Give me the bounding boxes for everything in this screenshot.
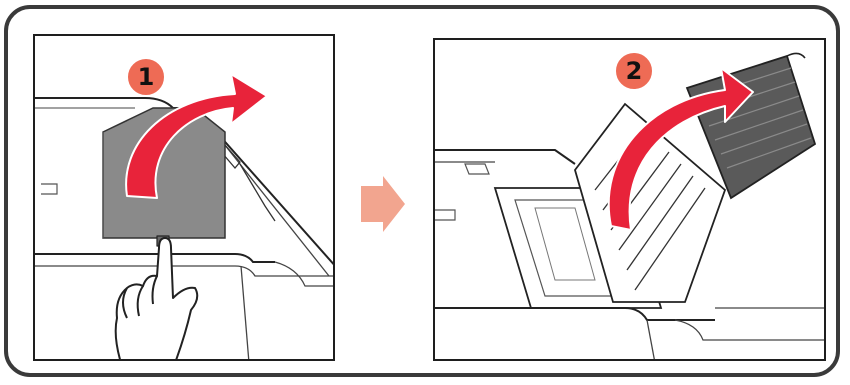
printer-top-illustration [35,36,335,361]
next-step-arrow-icon [357,176,409,232]
step-2-badge: 2 [614,51,654,91]
step-1-badge: 1 [126,57,166,97]
step-1-panel [33,34,335,361]
